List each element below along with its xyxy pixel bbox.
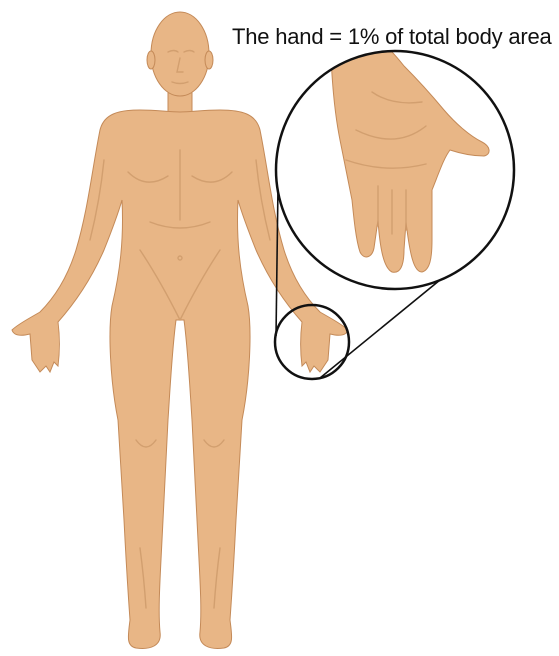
zoomed-hand-inset	[276, 40, 514, 289]
hand-area-caption: The hand = 1% of total body area	[232, 24, 552, 50]
head	[147, 12, 213, 116]
